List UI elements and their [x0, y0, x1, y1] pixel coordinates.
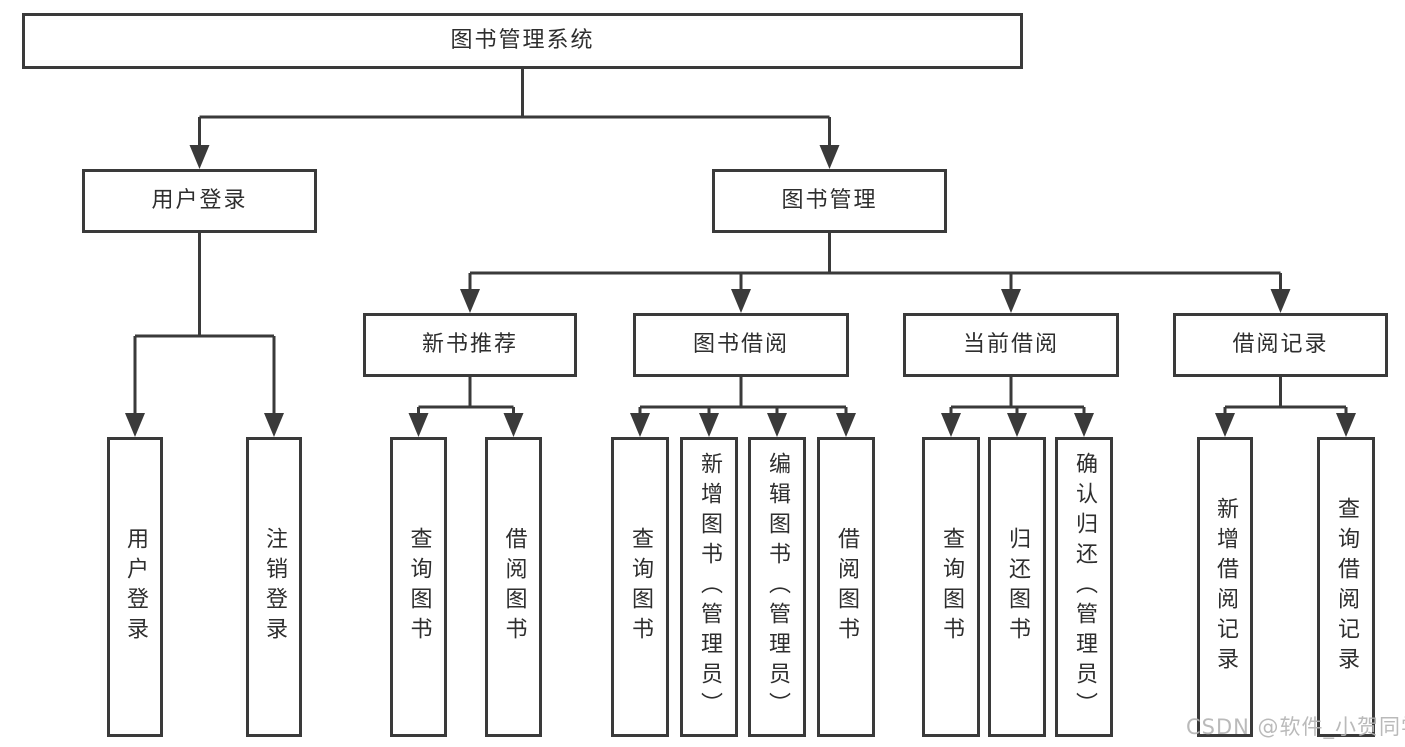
arrow-icon — [767, 413, 787, 437]
arrow-icon — [264, 413, 284, 437]
leaf-user-login-label: 用户登录 — [123, 527, 148, 647]
leaf-cb-confirm-return-admin: 确认归还（管理员） — [1055, 437, 1113, 737]
leaf-br-add-record: 新增借阅记录 — [1197, 437, 1253, 737]
leaf-bb-borrow-books-label: 借阅图书 — [834, 527, 859, 647]
arrow-icon — [408, 413, 429, 437]
node-library-system-label: 图书管理系统 — [450, 27, 595, 53]
leaf-user-login: 用户登录 — [107, 437, 163, 737]
leaf-nbr-query-books-label: 查询图书 — [406, 527, 432, 647]
leaf-cb-query-books-label: 查询图书 — [939, 527, 964, 647]
leaf-logout: 注销登录 — [246, 437, 302, 737]
node-new-book-recommend: 新书推荐 — [363, 313, 577, 377]
arrow-icon — [731, 289, 751, 313]
arrow-icon — [503, 413, 524, 437]
arrow-icon — [125, 413, 145, 437]
edge-book-mgmt-split — [468, 233, 1282, 291]
arrow-icon — [819, 145, 840, 169]
node-library-system: 图书管理系统 — [22, 13, 1023, 69]
arrow-icon — [630, 413, 650, 437]
leaf-bb-borrow-books: 借阅图书 — [817, 437, 875, 737]
node-book-management: 图书管理 — [712, 169, 947, 233]
leaf-br-query-record: 查询借阅记录 — [1317, 437, 1375, 737]
node-book-borrow: 图书借阅 — [633, 313, 849, 377]
leaf-nbr-borrow-books-label: 借阅图书 — [501, 527, 527, 647]
arrow-icon — [189, 145, 210, 169]
leaf-nbr-query-books: 查询图书 — [390, 437, 447, 737]
arrow-icon — [836, 413, 856, 437]
arrow-icon — [1336, 413, 1356, 437]
leaf-cb-return-books: 归还图书 — [988, 437, 1046, 737]
arrow-icon — [941, 413, 961, 437]
edge-new-book-split — [417, 377, 515, 415]
arrow-icon — [1270, 289, 1291, 313]
arrow-icon — [1215, 413, 1235, 437]
leaf-nbr-borrow-books: 借阅图书 — [485, 437, 542, 737]
node-current-borrow-label: 当前借阅 — [962, 331, 1059, 357]
arrow-icon — [1007, 413, 1027, 437]
arrow-icon — [460, 289, 480, 313]
edge-borrow-records-split — [1223, 377, 1348, 415]
leaf-bb-edit-books-admin-label: 编辑图书（管理员） — [765, 452, 790, 722]
leaf-bb-add-books-admin: 新增图书（管理员） — [680, 437, 738, 737]
edge-book-borrow-split — [638, 377, 848, 415]
node-current-borrow: 当前借阅 — [903, 313, 1119, 377]
edge-user-login-split — [133, 233, 276, 415]
leaf-bb-query-books: 查询图书 — [611, 437, 669, 737]
leaf-cb-query-books: 查询图书 — [922, 437, 980, 737]
node-user-login-label: 用户登录 — [151, 187, 248, 213]
node-borrow-records-label: 借阅记录 — [1232, 331, 1329, 357]
node-borrow-records: 借阅记录 — [1173, 313, 1388, 377]
edge-current-borrow-split — [949, 377, 1086, 415]
node-book-management-label: 图书管理 — [781, 187, 878, 213]
leaf-bb-add-books-admin-label: 新增图书（管理员） — [697, 452, 722, 722]
arrowheads — [125, 145, 1356, 437]
node-new-book-recommend-label: 新书推荐 — [421, 331, 518, 357]
arrow-icon — [699, 413, 719, 437]
leaf-br-add-record-label: 新增借阅记录 — [1213, 497, 1238, 677]
arrow-icon — [1001, 289, 1021, 313]
leaf-bb-query-books-label: 查询图书 — [628, 527, 653, 647]
leaf-br-query-record-label: 查询借阅记录 — [1334, 497, 1359, 677]
csdn-watermark: CSDN @软件_小贺同学 — [1186, 715, 1405, 739]
node-user-login: 用户登录 — [82, 169, 317, 233]
node-book-borrow-label: 图书借阅 — [692, 331, 789, 357]
leaf-cb-return-books-label: 归还图书 — [1005, 527, 1030, 647]
leaf-logout-label: 注销登录 — [262, 527, 287, 647]
leaf-cb-confirm-return-admin-label: 确认归还（管理员） — [1072, 452, 1097, 722]
leaf-bb-edit-books-admin: 编辑图书（管理员） — [748, 437, 806, 737]
edge-root-to-level2 — [198, 69, 831, 147]
arrow-icon — [1074, 413, 1094, 437]
